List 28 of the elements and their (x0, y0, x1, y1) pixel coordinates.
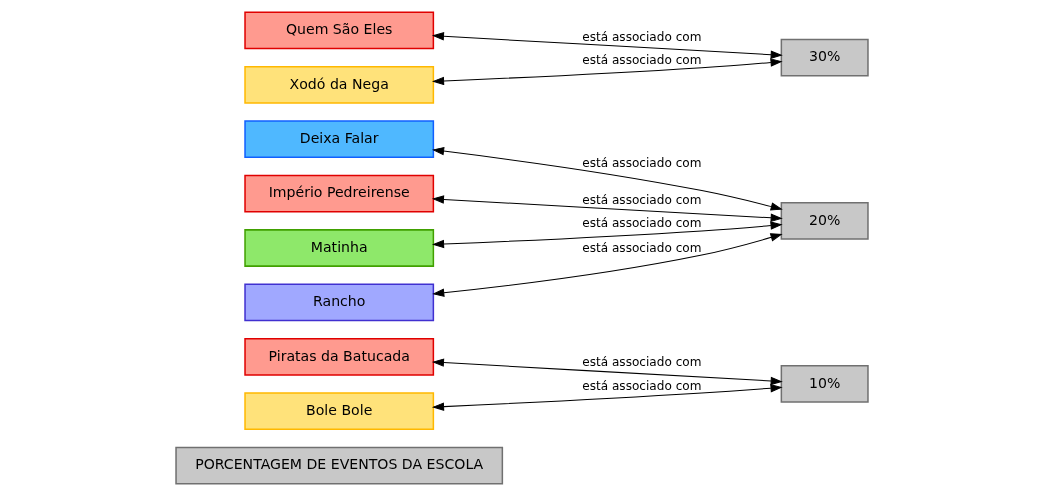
arrow (432, 221, 783, 249)
arrow (432, 383, 783, 411)
edge-label: está associado com (582, 193, 702, 208)
node-box: Xodó da Nega (244, 65, 435, 104)
edge-label: está associado com (582, 30, 702, 45)
edge-label: está associado com (582, 240, 702, 255)
node-box: 30% (780, 38, 869, 77)
arrow (431, 195, 783, 223)
node-box: 20% (780, 201, 869, 240)
node-box: Império Pedreirense (244, 174, 435, 213)
node-box: 10% (780, 365, 869, 403)
edge-label: está associado com (582, 216, 702, 231)
arrow (431, 32, 783, 59)
node-box: Deixa Falar (244, 120, 435, 159)
arrow (432, 233, 783, 297)
edge-label: está associado com (582, 156, 702, 171)
node-box: Rancho (244, 283, 435, 322)
edge-label: está associado com (582, 355, 702, 370)
node-box: Quem São Eles (244, 11, 435, 50)
node-box: Bole Bole (244, 392, 435, 431)
node-box: Piratas da Batucada (244, 337, 435, 376)
edge-label: está associado com (582, 53, 702, 68)
edge-label: está associado com (582, 378, 702, 393)
arrow (431, 358, 783, 386)
node-box: PORCENTAGEM DE EVENTOS DA ESCOLA (175, 446, 504, 485)
node-box: Matinha (244, 229, 435, 267)
arrow (432, 58, 783, 86)
arrow (432, 146, 783, 211)
